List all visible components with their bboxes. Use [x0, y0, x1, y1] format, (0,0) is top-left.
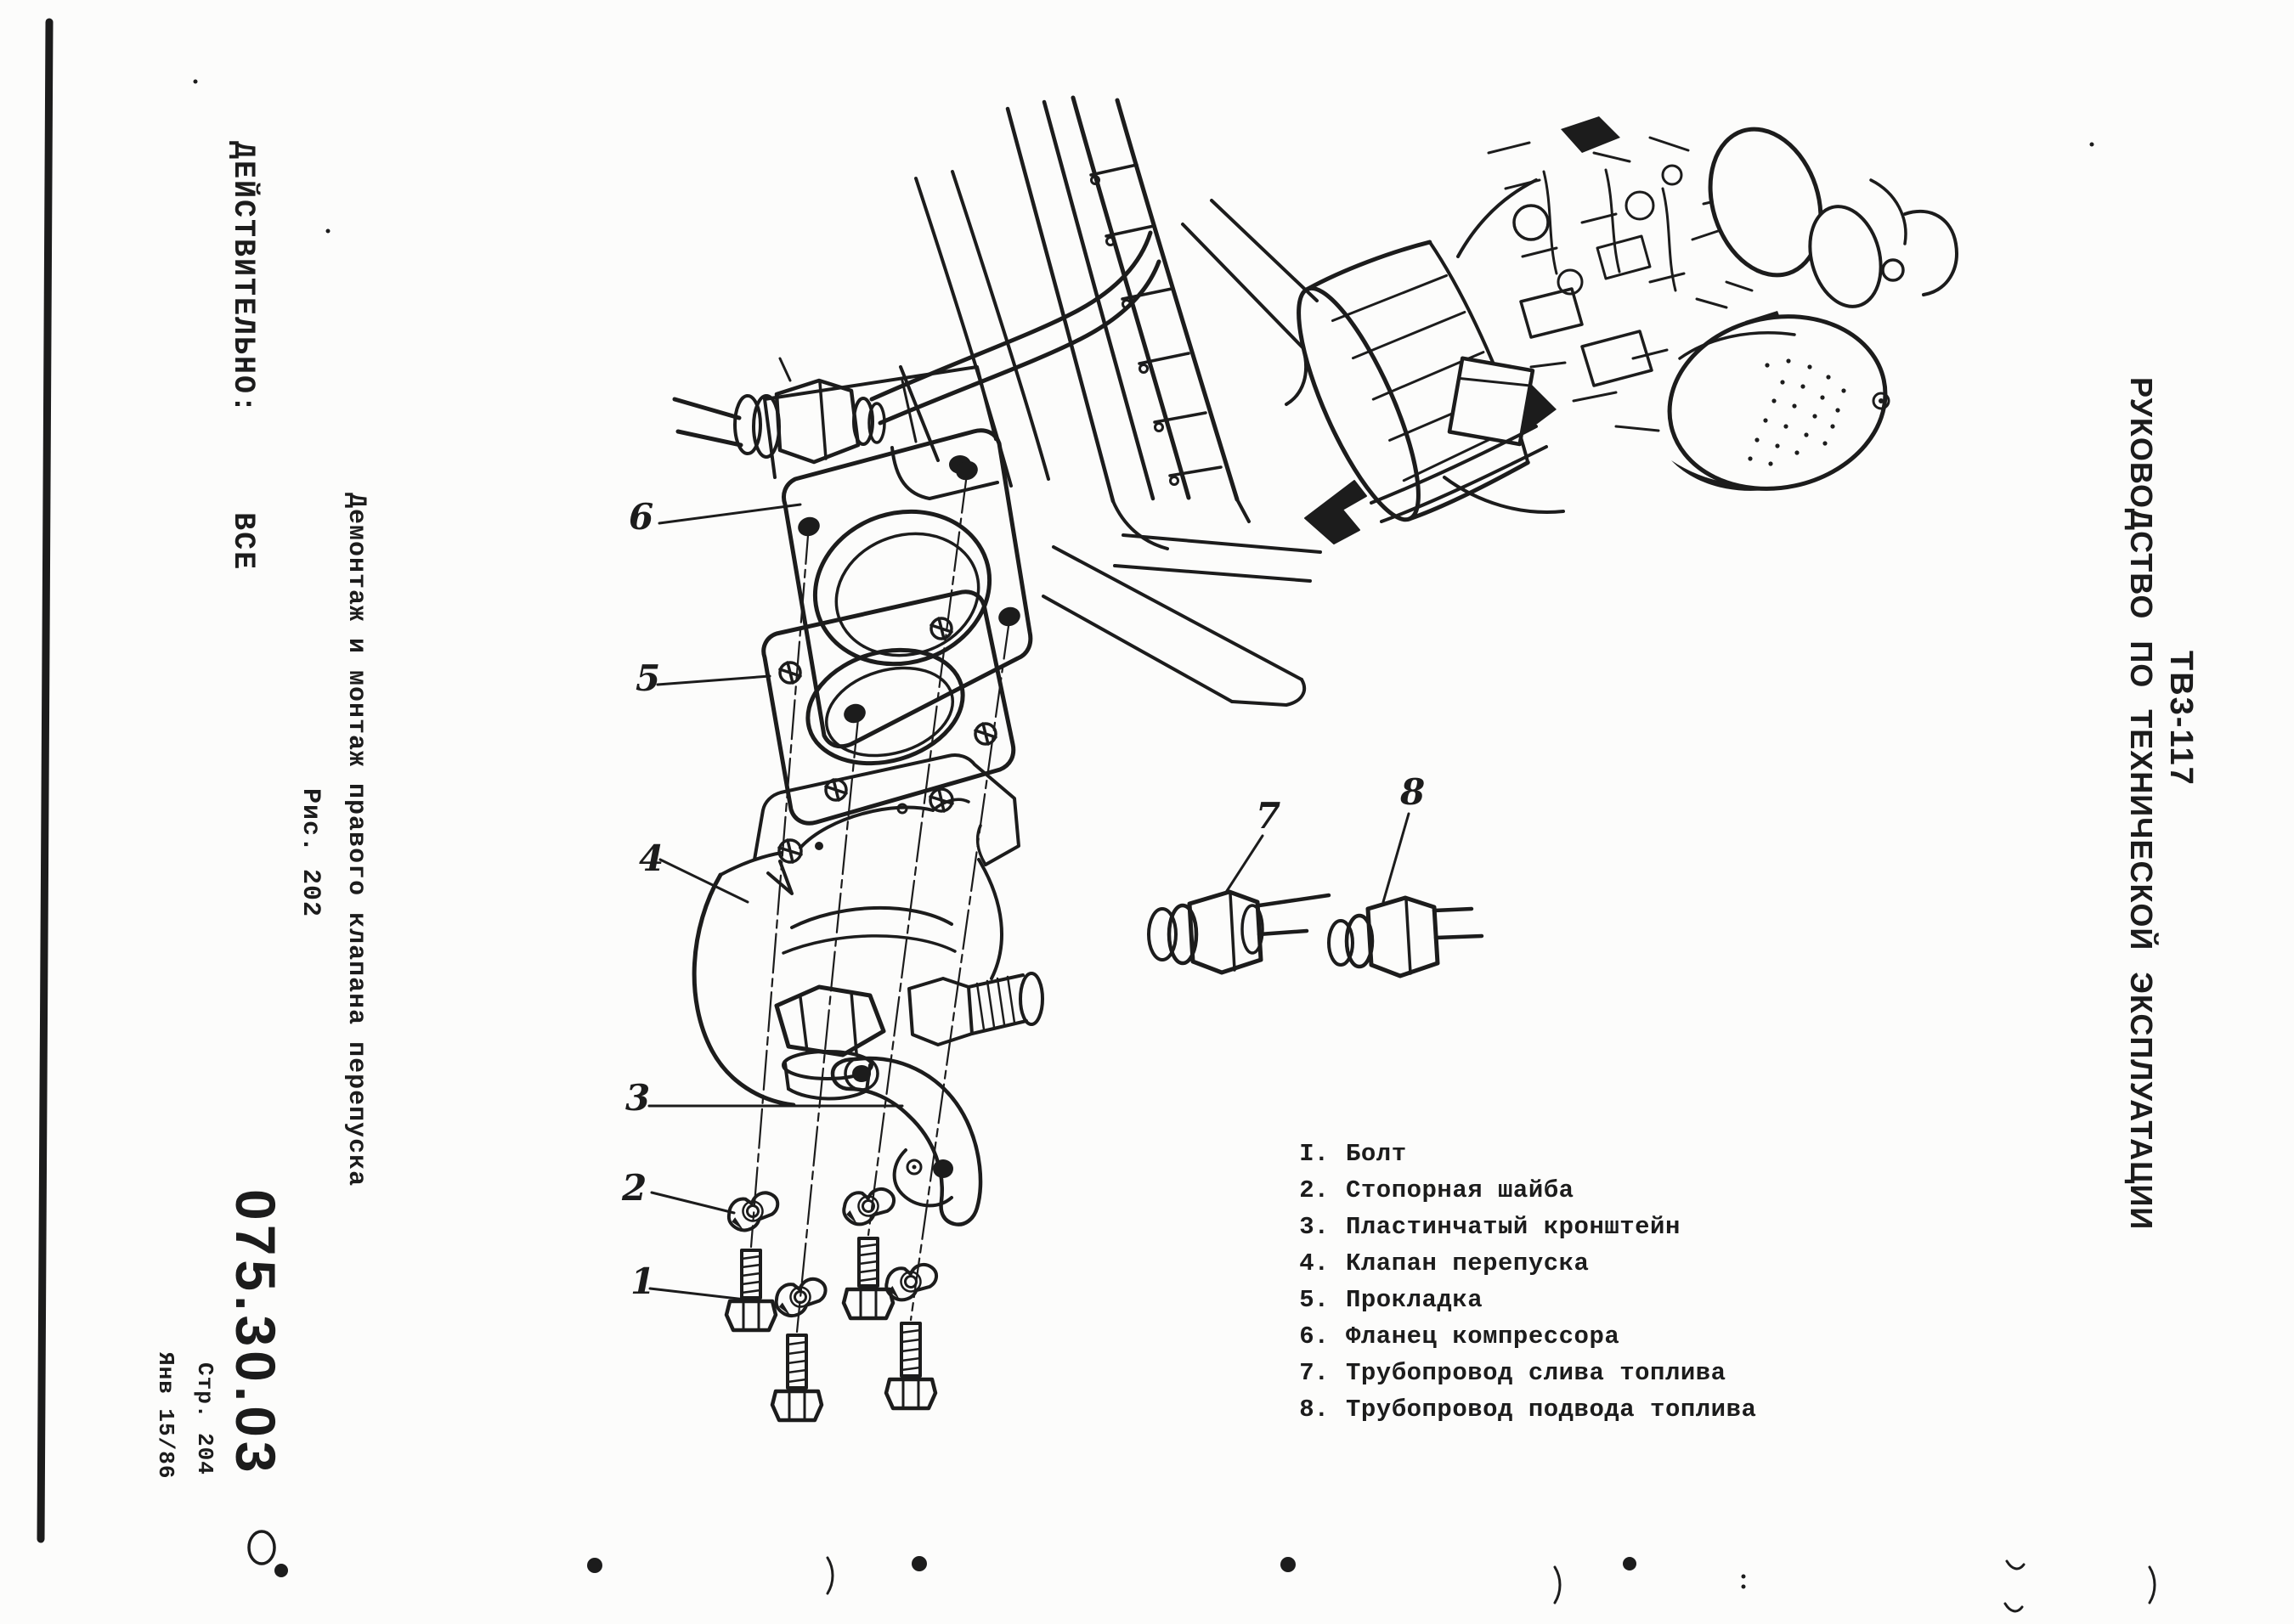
validity-note: ДЕЙСТВИТЕЛЬНО: ВСЕ [226, 141, 260, 572]
legend-label: Стопорная шайба [1346, 1176, 1574, 1204]
pipe-fitting [672, 230, 1161, 465]
legend-label: Прокладка [1346, 1286, 1483, 1314]
legend-num: 7. [1299, 1359, 1329, 1387]
bolt-parts [724, 1237, 938, 1423]
valve-part [692, 753, 1044, 1108]
legend-num: 3. [1299, 1213, 1329, 1241]
gasket-part [761, 589, 1016, 826]
legend-num: 8. [1299, 1396, 1329, 1424]
callout-5: 5 [636, 657, 661, 699]
washer-parts [726, 1187, 938, 1318]
figure-caption: Демонтаж и монтаж правого клапана перепу… [342, 493, 370, 1187]
centerlines [749, 472, 1011, 1334]
legend-label: Болт [1346, 1140, 1407, 1168]
manual-title: РУКОВОДСТВО ПО ТЕХНИЧЕСКОЙ ЭКСПЛУАТАЦИИ [2124, 377, 2159, 1231]
callout-7: 7 [1256, 795, 1281, 837]
legend-row: 4. Клапан перепуска [1285, 1249, 1589, 1280]
legend-label: Фланец компрессора [1346, 1322, 1620, 1351]
engine-thumbnail [1297, 116, 1958, 522]
location-arrow-icon [1304, 425, 1548, 544]
legend-num: 6. [1299, 1322, 1329, 1351]
revision-date: Янв 15/86 [153, 1352, 178, 1480]
model-code: ТВ3-117 [2163, 651, 2199, 787]
legend-row: 2. Стопорная шайба [1285, 1176, 1574, 1207]
nose-dots [1748, 358, 1846, 466]
figure-ref: Рис. 202 [296, 788, 325, 918]
leader-lines [647, 503, 1410, 1301]
compressor-band [890, 95, 1322, 707]
page-ref: Стр. 204 [192, 1362, 218, 1475]
legend-row: 3. Пластинчатый кронштейн [1285, 1213, 1681, 1243]
callout-1: 1 [630, 1260, 656, 1302]
legend-row: I. Болт [1285, 1140, 1407, 1170]
legend-label: Трубопровод слива топлива [1346, 1359, 1726, 1387]
flange-part [763, 365, 1033, 749]
legend-row: 8. Трубопровод подвода топлива [1285, 1396, 1756, 1426]
callout-2: 2 [622, 1167, 647, 1209]
legend-label: Пластинчатый кронштейн [1346, 1213, 1681, 1241]
legend-num: I. [1299, 1140, 1329, 1168]
scan-artifacts [193, 79, 2156, 1613]
legend-num: 5. [1299, 1286, 1329, 1314]
valve-location-box [1447, 356, 1535, 447]
doc-number: 075.30.03 [224, 1189, 287, 1477]
legend-row: 7. Трубопровод слива топлива [1285, 1359, 1726, 1390]
tube-8 [1327, 895, 1484, 978]
legend-label: Трубопровод подвода топлива [1346, 1396, 1757, 1424]
legend-num: 4. [1299, 1249, 1329, 1277]
tube-7 [1147, 889, 1331, 975]
legend-row: 5. Прокладка [1285, 1286, 1483, 1317]
legend-num: 2. [1299, 1176, 1329, 1204]
legend-row: 6. Фланец компрессора [1285, 1322, 1619, 1353]
parts-legend: I. Болт 2. Стопорная шайба 3. Пластинчатый … [1285, 1135, 1828, 1441]
callout-3: 3 [625, 1077, 651, 1119]
scan-bar [37, 18, 54, 1543]
legend-label: Клапан перепуска [1346, 1249, 1590, 1277]
bracket-part [830, 1056, 983, 1226]
callout-8: 8 [1400, 771, 1426, 813]
callout-4: 4 [639, 837, 664, 879]
callout-6: 6 [629, 496, 654, 538]
